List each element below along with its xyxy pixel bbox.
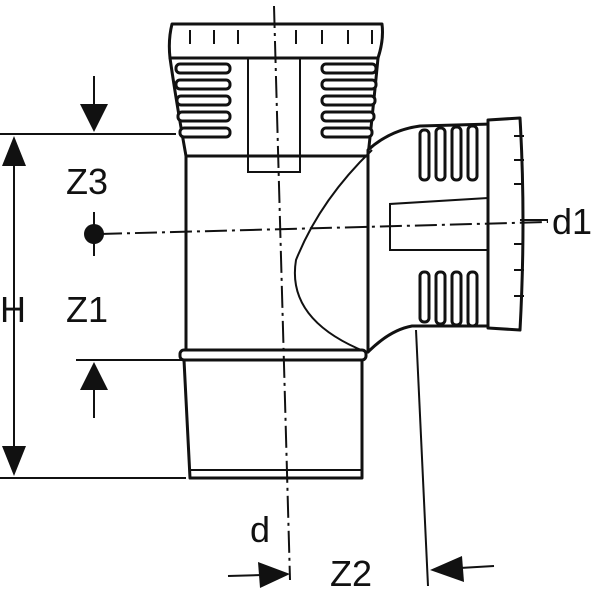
label-z3: Z3 [66, 161, 108, 202]
branch-ribs-upper [418, 124, 479, 182]
label-z2: Z2 [330, 553, 372, 594]
z2-extension-line [415, 329, 429, 587]
z2-arrow-left [258, 562, 290, 588]
socket-ribs-left [174, 62, 232, 139]
branch-ribs-lower [418, 270, 479, 328]
z1-arrow [80, 362, 108, 390]
label-z1: Z1 [66, 289, 108, 330]
z3-arrow [80, 104, 108, 132]
label-d: d [250, 509, 270, 550]
dimension-z1 [76, 359, 184, 418]
label-d1: d1 [552, 201, 592, 242]
z2-arrow-right [430, 556, 464, 582]
socket-inner-groove [247, 58, 301, 173]
collar-slots [189, 30, 373, 44]
h-arrow-bottom [2, 446, 26, 476]
dimension-h [0, 133, 186, 479]
branch-axis-centerline [99, 221, 549, 235]
dimension-z2 [227, 329, 495, 588]
socket-ribs-right [320, 62, 378, 139]
bottom-spigot [182, 358, 364, 480]
branch-inner-curve [293, 149, 373, 353]
dimension-z3 [80, 76, 108, 132]
main-pipe-body [167, 22, 384, 480]
spigot-bead-ring [178, 348, 368, 362]
main-axis-centerline [273, 5, 291, 581]
branch-collar-teeth [514, 135, 524, 297]
h-arrow-top [2, 136, 26, 166]
label-h: H [0, 289, 26, 330]
